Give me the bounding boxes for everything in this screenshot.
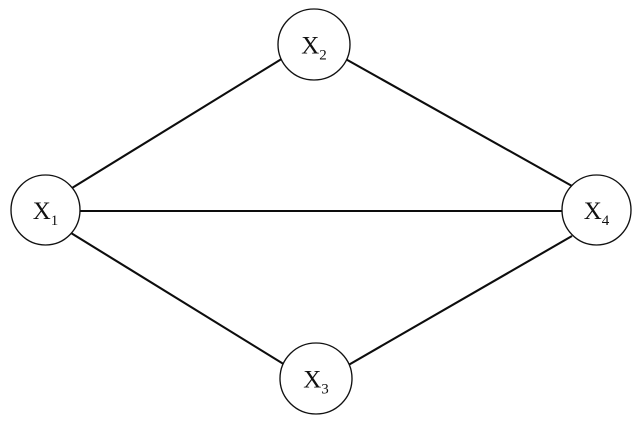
node-label-x3-subscript: 3 [321, 382, 329, 398]
edge-x3-x4 [344, 235, 573, 368]
edge-x2-x4 [341, 56, 573, 187]
node-circle-x2[interactable] [277, 8, 351, 81]
graph-node-x1[interactable]: X1 [10, 174, 81, 246]
node-label-x1-base: X [33, 198, 51, 225]
node-label-x4-subscript: 4 [602, 213, 610, 229]
node-label-x4-base: X [584, 198, 602, 225]
node-label-x2: X2 [301, 33, 327, 64]
node-label-x3-base: X [303, 367, 321, 394]
graph-node-x4[interactable]: X4 [561, 174, 632, 246]
node-label-x3: X3 [303, 367, 329, 398]
node-label-x4: X4 [584, 198, 610, 229]
node-layer: X1 X2 X3 X4 [10, 8, 632, 415]
graph-node-x2[interactable]: X2 [277, 8, 351, 81]
node-circle-x4[interactable] [561, 174, 632, 246]
node-label-x1-subscript: 1 [51, 213, 59, 229]
edge-x1-x2 [71, 54, 289, 189]
node-circle-x1[interactable] [10, 174, 81, 246]
edge-x1-x3 [70, 232, 291, 369]
edge-layer [70, 54, 573, 369]
node-label-x2-subscript: 2 [319, 48, 327, 64]
graph-node-x3[interactable]: X3 [279, 342, 353, 415]
node-label-x1: X1 [33, 198, 59, 229]
node-circle-x3[interactable] [279, 342, 353, 415]
node-label-x2-base: X [301, 33, 319, 60]
